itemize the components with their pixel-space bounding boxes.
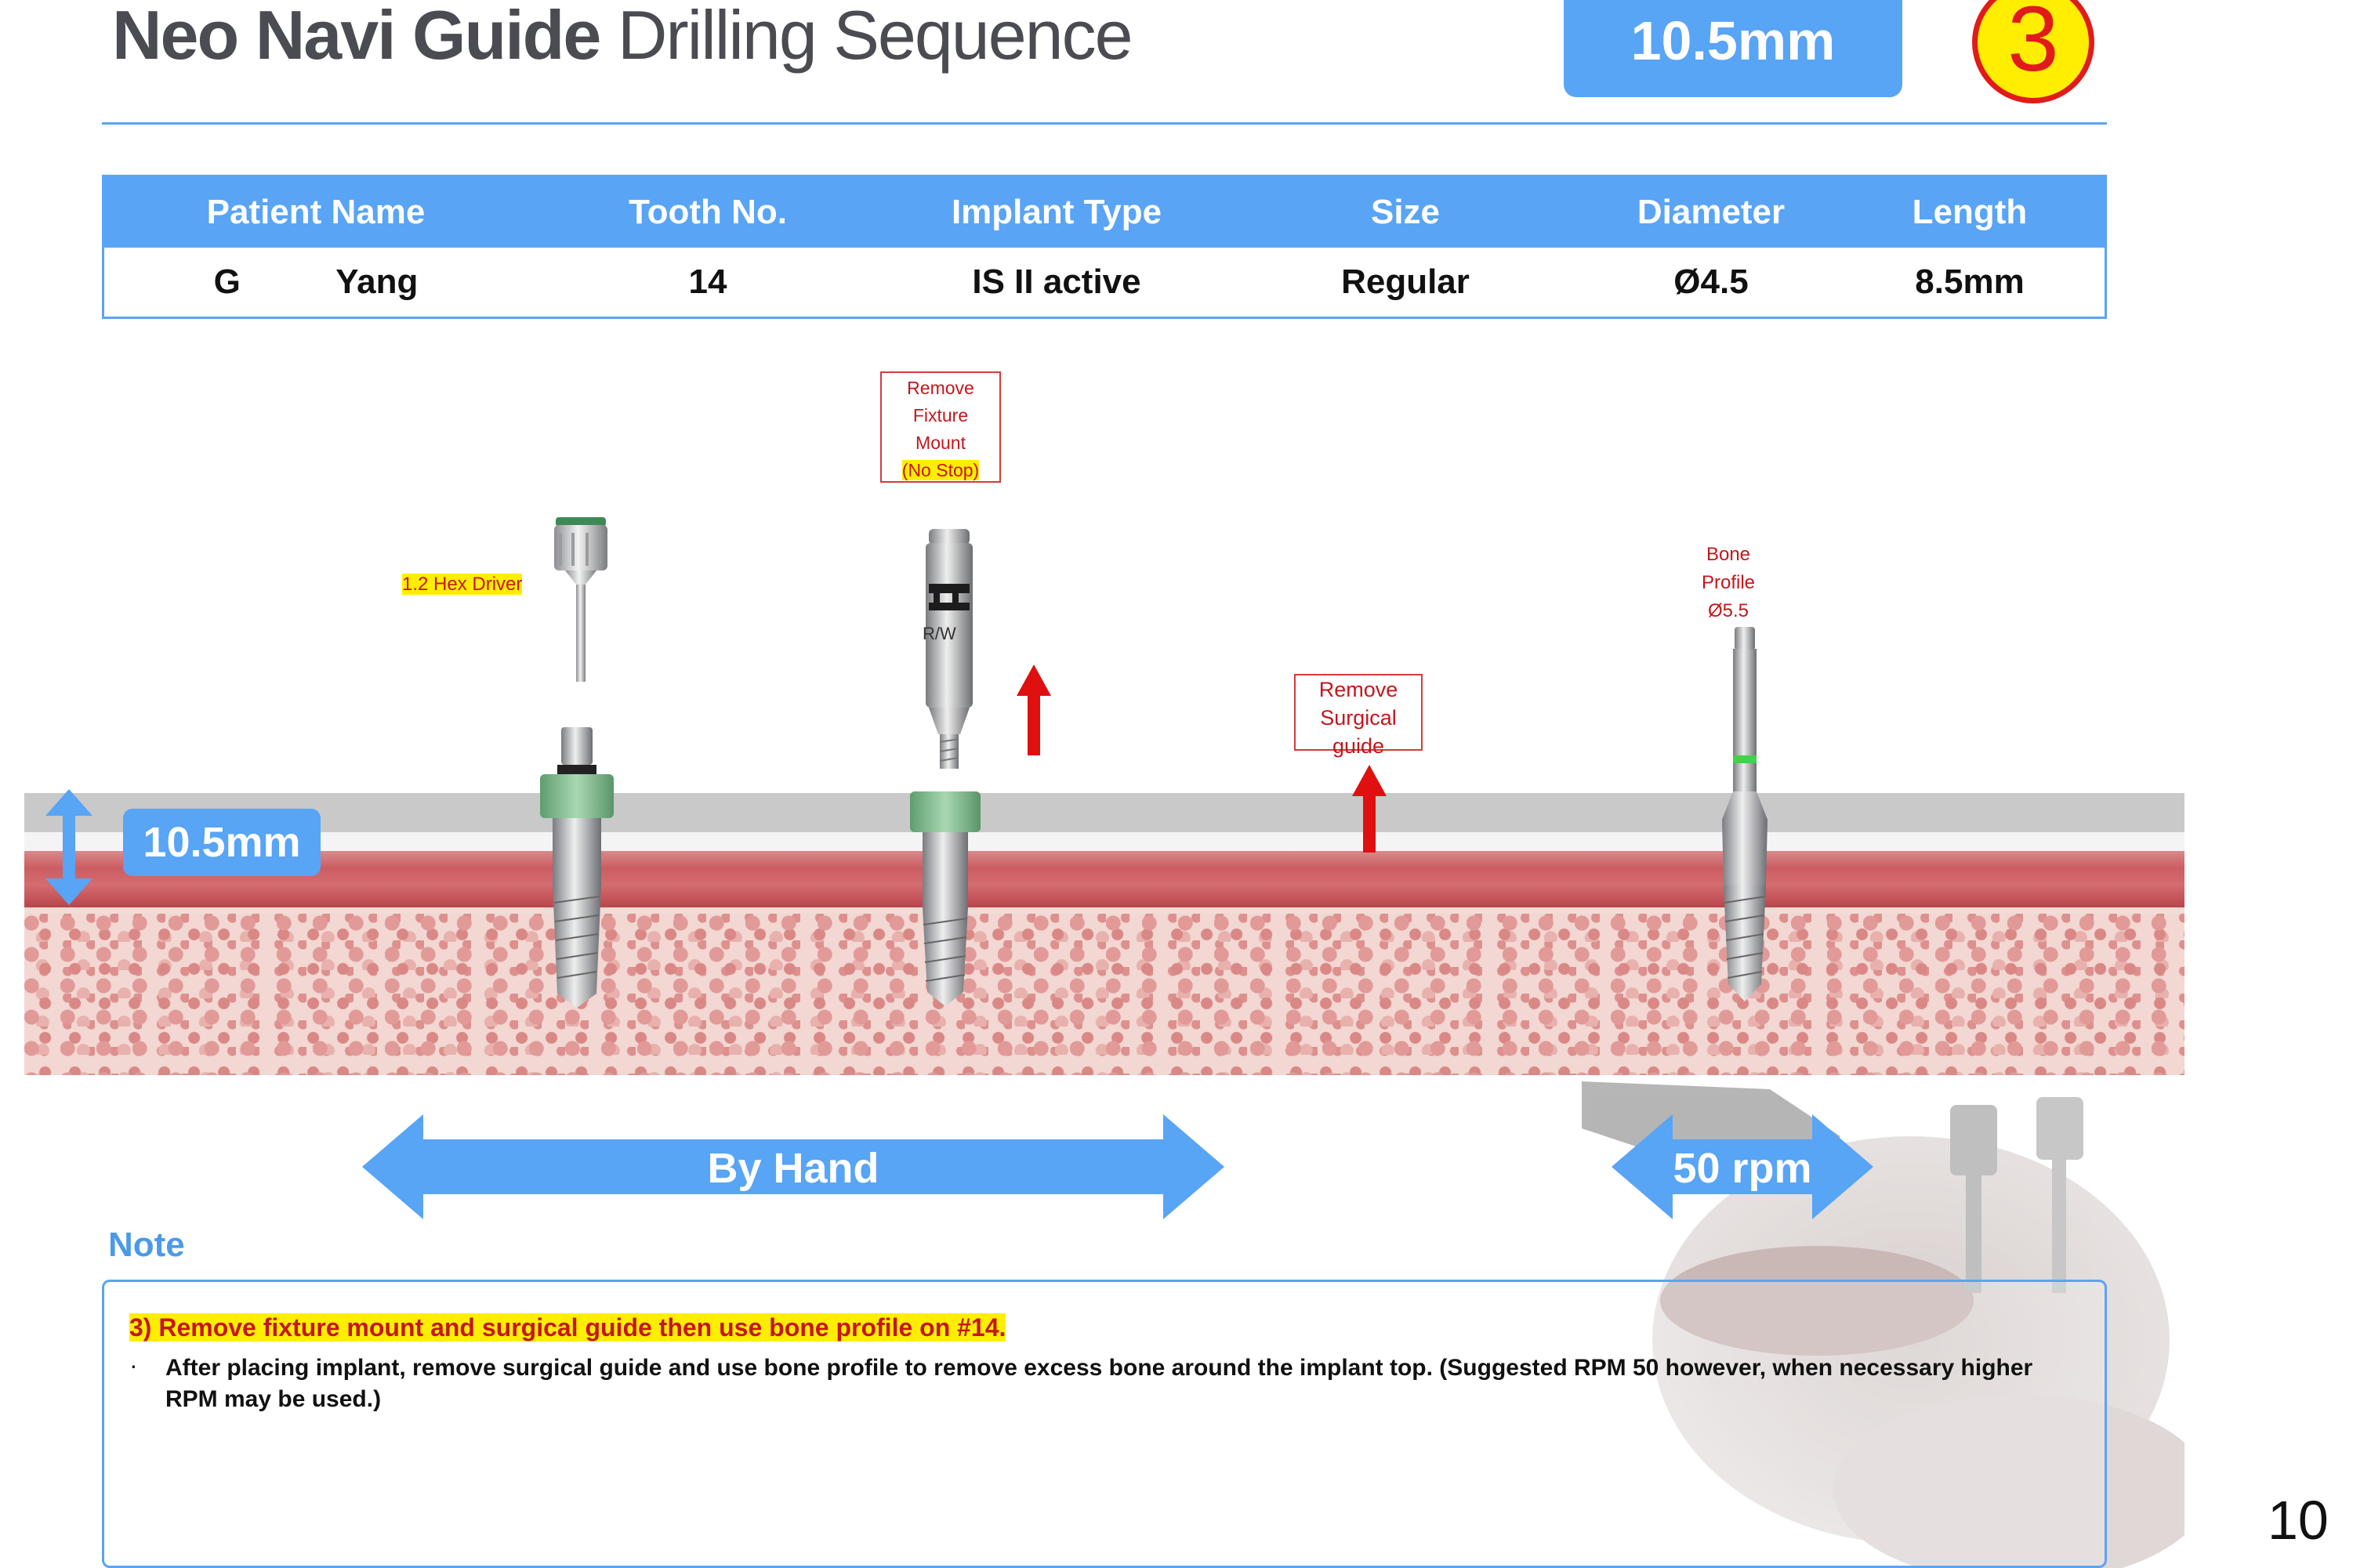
- hand-photo-image: [1582, 1081, 2184, 1568]
- table-header-cell: Patient Name: [206, 193, 426, 231]
- note-body: After placing implant, remove surgical g…: [165, 1355, 2033, 1412]
- table-header-cell: Implant Type: [951, 193, 1162, 231]
- size-cell: Regular: [1341, 263, 1470, 301]
- hex-driver-label: 1.2 Hex Driver: [402, 574, 523, 595]
- gum-tissue-layer: [24, 851, 2184, 907]
- table-header-cell: Size: [1370, 193, 1441, 231]
- hex-driver-icon: [554, 517, 607, 682]
- header-divider: [102, 122, 2107, 125]
- drilling-illustration: 10.5mm 1.2 Hex Driver: [24, 345, 2184, 1077]
- rpm-label: 50 rpm: [1673, 1145, 1812, 1192]
- by-hand-label: By Hand: [707, 1145, 879, 1192]
- tooth-number-cell: 14: [688, 263, 727, 301]
- depth-label: 10.5mm: [123, 809, 321, 876]
- depth-arrow-icon: [45, 789, 92, 905]
- bone-profile-drill-icon: [1722, 627, 1767, 1001]
- surgical-guide-layer: [24, 793, 2184, 832]
- guide-gap-layer: [24, 832, 2184, 851]
- gum-bone-boundary: [24, 907, 2184, 914]
- by-hand-arrow-icon: [362, 1114, 1224, 1219]
- offset-badge: 10.5mm offset: [1564, 0, 1902, 153]
- step-number-badge: 3: [1972, 0, 2094, 103]
- patient-table: Patient Name Tooth No. Implant Type Size…: [102, 175, 2107, 319]
- rpm-arrow-icon: [1612, 1114, 1873, 1219]
- length-cell: 8.5mm: [1915, 263, 2025, 301]
- table-row: G Yang 14 IS II active Regular Ø4.5 8.5m…: [104, 248, 2105, 317]
- bone-profile-label: Bone Profile Ø5.5: [1701, 544, 1756, 621]
- mount-marking: R/W: [923, 624, 956, 643]
- title-bold: Neo Navi Guide: [112, 0, 601, 74]
- remove-fixture-mount-label: Remove Fixture Mount (No Stop): [880, 371, 1001, 483]
- lift-arrow-icon: [1017, 664, 1051, 755]
- page-title: Neo Navi Guide Drilling Sequence: [112, 0, 1133, 75]
- bullet-icon: ·: [129, 1351, 138, 1379]
- table-header-row: Patient Name Tooth No. Implant Type Size…: [104, 177, 2105, 248]
- note-label: Note: [108, 1226, 185, 1264]
- implant-placed-icon: [910, 791, 981, 1006]
- patient-name-cell: G Yang: [213, 263, 419, 301]
- bone-layer: [24, 914, 2184, 1075]
- fixture-mount-icon: [926, 529, 973, 769]
- remove-surgical-guide-label: Remove Surgical guide: [1294, 674, 1423, 758]
- diameter-cell: Ø4.5: [1673, 263, 1749, 301]
- implant-with-mount-icon: [540, 727, 614, 1008]
- page-number: 10: [2268, 1490, 2329, 1551]
- table-header-cell: Length: [1912, 193, 2028, 231]
- implant-type-cell: IS II active: [972, 263, 1141, 301]
- guide-lift-arrow-icon: [1352, 765, 1387, 853]
- page-sheet: Neo Navi Guide Drilling Sequence 10.5mm …: [24, 0, 2184, 1568]
- table-header-cell: Diameter: [1637, 193, 1786, 231]
- table-header-cell: Tooth No.: [629, 193, 787, 231]
- note-heading: 3) Remove fixture mount and surgical gui…: [129, 1313, 1006, 1342]
- title-thin: Drilling Sequence: [617, 0, 1133, 74]
